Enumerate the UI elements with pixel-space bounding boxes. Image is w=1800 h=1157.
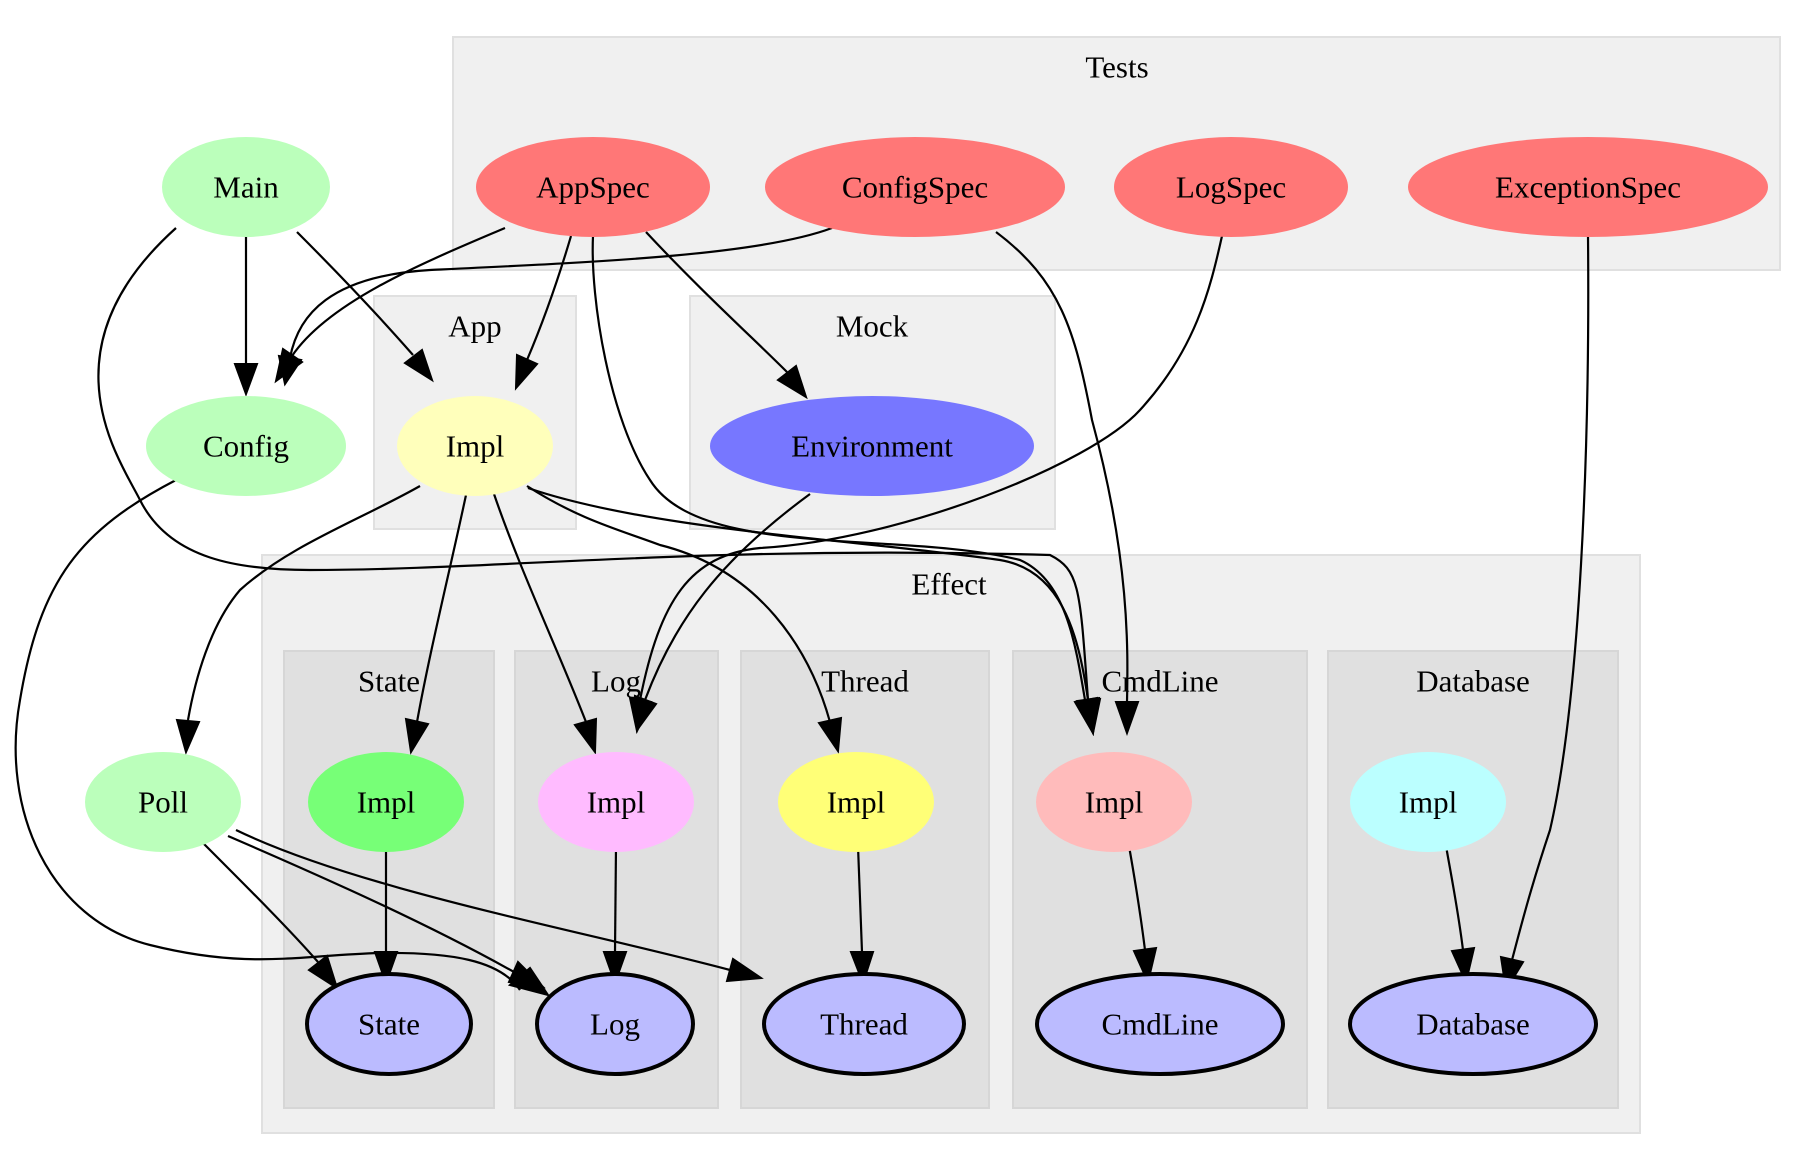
node-config-spec[interactable]: ConfigSpec xyxy=(765,137,1065,237)
node-log-spec[interactable]: LogSpec xyxy=(1114,137,1348,237)
cluster-label-mock: Mock xyxy=(836,309,909,344)
node-label: ExceptionSpec xyxy=(1495,170,1681,205)
node-log[interactable]: Log xyxy=(535,972,695,1076)
node-thread-impl[interactable]: Impl xyxy=(778,752,934,852)
edge-thread-impl-thread xyxy=(849,845,875,986)
node-database[interactable]: Database xyxy=(1348,972,1598,1076)
edge-main-app-impl xyxy=(296,231,434,383)
node-shape xyxy=(778,752,934,852)
node-label: Impl xyxy=(1399,785,1458,820)
node-environment[interactable]: Environment xyxy=(710,396,1034,496)
node-label: Database xyxy=(1416,1007,1530,1042)
node-shape xyxy=(1350,752,1506,852)
node-label: Main xyxy=(213,170,279,205)
node-label: Impl xyxy=(587,785,646,820)
nodes: Main Config Poll AppSpec ConfigSpec LogS… xyxy=(85,137,1768,1076)
node-label: Impl xyxy=(827,785,886,820)
node-state[interactable]: State xyxy=(305,972,473,1076)
cluster-label-app: App xyxy=(448,309,501,344)
node-shape xyxy=(308,752,464,852)
node-label: AppSpec xyxy=(536,170,650,205)
edge-cmdline-impl-cmdline xyxy=(1127,845,1158,986)
node-app-spec[interactable]: AppSpec xyxy=(476,137,710,237)
node-main[interactable]: Main xyxy=(162,137,330,237)
node-config[interactable]: Config xyxy=(146,396,346,496)
node-shape xyxy=(305,972,473,1076)
cluster-label-thread: Thread xyxy=(821,664,909,699)
cluster-label-cmdline: CmdLine xyxy=(1101,664,1218,699)
edge-log-impl-log xyxy=(602,845,628,986)
node-shape xyxy=(538,752,694,852)
node-label: Impl xyxy=(446,429,505,464)
node-shape xyxy=(710,396,1034,496)
node-thread[interactable]: Thread xyxy=(762,972,966,1076)
edge-poll-thread xyxy=(235,829,764,983)
edge-app-impl-state-impl xyxy=(404,494,468,755)
node-app-impl[interactable]: Impl xyxy=(397,396,553,496)
node-poll[interactable]: Poll xyxy=(85,752,241,852)
node-log-impl[interactable]: Impl xyxy=(538,752,694,852)
edge-appspec-environment xyxy=(645,231,808,400)
edge-poll-state xyxy=(203,843,339,991)
node-shape xyxy=(1114,137,1348,237)
edge-environment-log-impl xyxy=(633,493,811,733)
cluster-label-state: State xyxy=(358,664,420,699)
edge-poll-log xyxy=(227,834,546,989)
edge-main-config xyxy=(233,236,259,397)
node-label: Impl xyxy=(357,785,416,820)
edge-database-impl-database xyxy=(1444,845,1476,986)
node-shape xyxy=(397,396,553,496)
node-state-impl[interactable]: Impl xyxy=(308,752,464,852)
node-label: Config xyxy=(203,429,289,464)
node-label: ConfigSpec xyxy=(842,170,988,205)
node-label: LogSpec xyxy=(1176,170,1286,205)
node-database-impl[interactable]: Impl xyxy=(1350,752,1506,852)
node-shape xyxy=(762,972,966,1076)
node-shape xyxy=(85,752,241,852)
edge-configspec-config xyxy=(277,226,833,387)
cluster-label-log: Log xyxy=(591,664,641,699)
node-label: State xyxy=(358,1007,420,1042)
node-shape xyxy=(765,137,1065,237)
cluster-label-tests: Tests xyxy=(1085,50,1148,85)
node-label: Poll xyxy=(138,785,188,820)
node-label: Environment xyxy=(791,429,953,464)
node-shape xyxy=(1035,972,1285,1076)
node-shape xyxy=(146,396,346,496)
node-label: Impl xyxy=(1085,785,1144,820)
node-label: CmdLine xyxy=(1101,1007,1218,1042)
node-shape xyxy=(162,137,330,237)
edges xyxy=(14,226,1590,997)
node-label: Log xyxy=(590,1007,640,1042)
node-shape xyxy=(1348,972,1598,1076)
node-label: Thread xyxy=(820,1007,908,1042)
node-shape xyxy=(1408,137,1768,237)
node-exception-spec[interactable]: ExceptionSpec xyxy=(1408,137,1768,237)
edge-app-impl-log-impl xyxy=(492,493,598,755)
edge-state-impl-state xyxy=(373,846,399,986)
edge-configspec-cmdline-impl xyxy=(995,231,1140,736)
node-cmdline[interactable]: CmdLine xyxy=(1035,972,1285,1076)
edge-app-impl-thread-impl xyxy=(526,485,843,754)
edge-appspec-app-impl xyxy=(514,235,573,391)
cluster-label-effect: Effect xyxy=(911,567,987,602)
node-shape xyxy=(476,137,710,237)
edge-app-impl-cmdline-impl xyxy=(527,486,1101,736)
edge-app-impl-poll xyxy=(175,485,421,755)
node-shape xyxy=(535,972,695,1076)
node-cmdline-impl[interactable]: Impl xyxy=(1036,752,1192,852)
node-shape xyxy=(1036,752,1192,852)
cluster-label-database: Database xyxy=(1416,664,1530,699)
